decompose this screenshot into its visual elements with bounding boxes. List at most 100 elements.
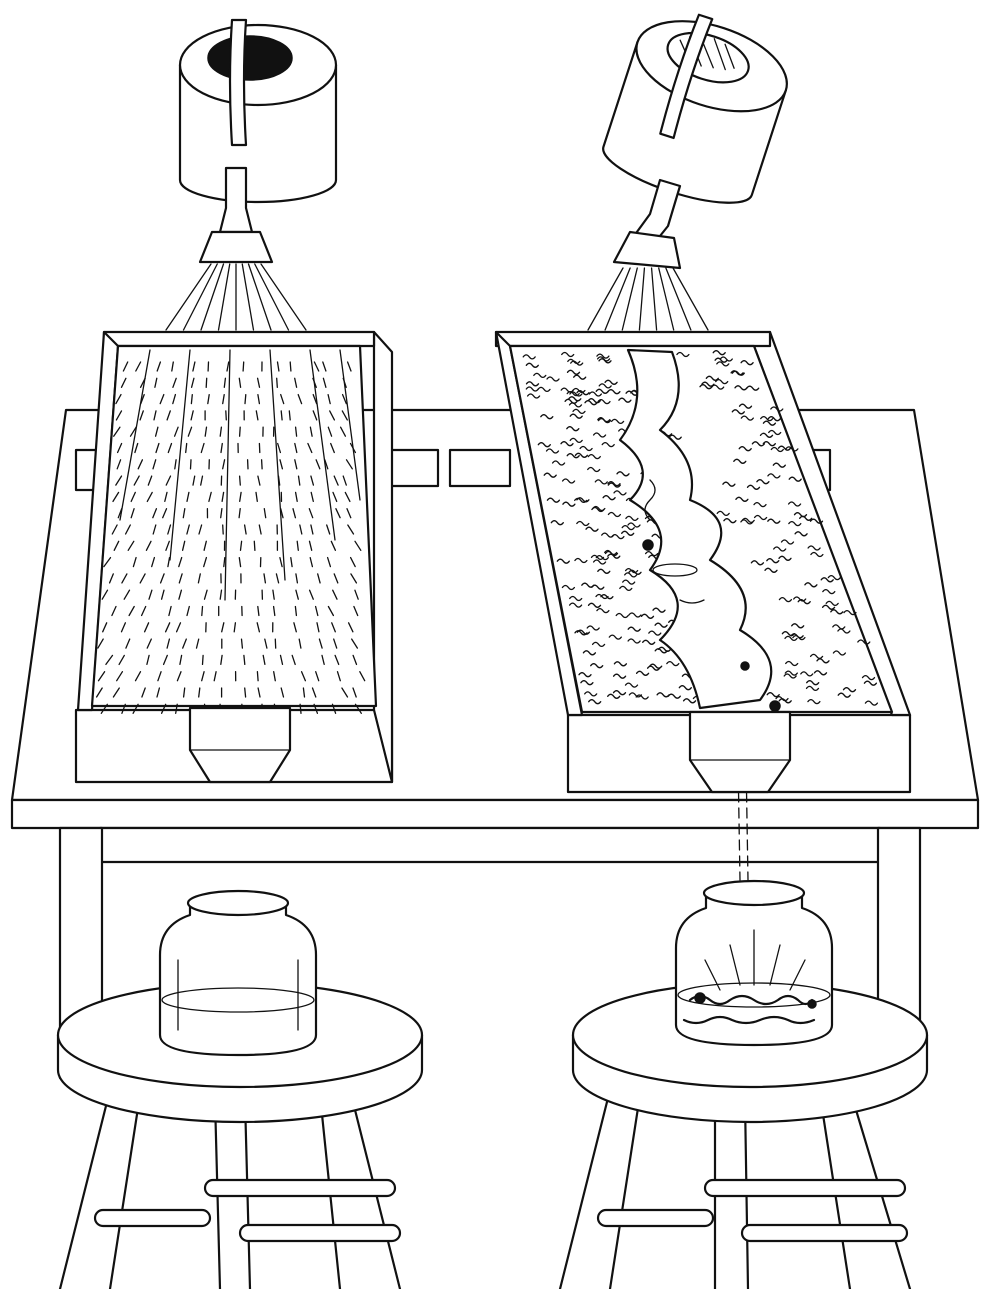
spray-line bbox=[200, 263, 225, 331]
grass-blade bbox=[351, 638, 359, 649]
grass-blade bbox=[223, 377, 227, 388]
grass-blades bbox=[95, 349, 366, 714]
grass-blade bbox=[315, 459, 321, 470]
grass-blade bbox=[263, 573, 267, 584]
grass-blade bbox=[130, 508, 135, 519]
grass-blade bbox=[162, 654, 168, 666]
soil-clod bbox=[654, 648, 668, 654]
soil-clod bbox=[576, 520, 590, 527]
grass-blade bbox=[354, 589, 359, 600]
grass-blade bbox=[294, 426, 298, 437]
grass-blade bbox=[124, 524, 131, 535]
soil-clod bbox=[621, 524, 635, 531]
grass-blade bbox=[359, 671, 366, 682]
soil-clod bbox=[788, 520, 802, 527]
grass-blade bbox=[105, 654, 114, 666]
soil-clod bbox=[753, 501, 767, 508]
grass-blade bbox=[135, 361, 142, 372]
grass-blade bbox=[160, 589, 165, 600]
soil-clod bbox=[699, 384, 713, 390]
grass-blade bbox=[146, 638, 152, 649]
grass-blade bbox=[257, 687, 261, 698]
soil-clod bbox=[545, 448, 560, 454]
grass-blade bbox=[308, 589, 314, 600]
can-handle bbox=[228, 18, 248, 147]
soil-clod bbox=[843, 609, 857, 616]
stool-right bbox=[558, 981, 929, 1289]
grass-blade bbox=[238, 377, 242, 388]
grass-blade bbox=[190, 393, 193, 405]
spray-line bbox=[217, 263, 231, 331]
grass-blade bbox=[172, 377, 177, 388]
grass-blade bbox=[132, 703, 139, 714]
spray-line bbox=[182, 263, 218, 331]
soil-clod bbox=[624, 682, 639, 688]
grass-blade bbox=[347, 622, 354, 633]
grass-blade bbox=[299, 703, 302, 714]
soil-clod bbox=[597, 398, 611, 405]
grass-blade bbox=[298, 638, 302, 649]
grass-blade bbox=[309, 556, 314, 568]
grass-blade bbox=[115, 475, 123, 486]
grass-blade bbox=[244, 393, 247, 405]
soil-clod bbox=[590, 554, 605, 561]
grass-blade bbox=[331, 622, 336, 633]
grass-blade bbox=[292, 508, 297, 519]
grass-blade bbox=[341, 687, 349, 698]
grass-blade bbox=[219, 426, 223, 437]
soil-clod bbox=[649, 663, 663, 669]
grass-blade bbox=[332, 491, 338, 503]
splash-line bbox=[704, 959, 721, 991]
grass-blade bbox=[262, 654, 266, 666]
support-block bbox=[448, 448, 512, 488]
grass-blade bbox=[255, 410, 259, 421]
grass-blade bbox=[112, 687, 120, 698]
soil-clod bbox=[780, 539, 795, 545]
tray-spout bbox=[188, 706, 292, 784]
soil-clod bbox=[657, 646, 672, 652]
soil-clod bbox=[652, 607, 666, 613]
soil-clod bbox=[756, 479, 770, 485]
soil-clod bbox=[740, 360, 754, 366]
grass-blade bbox=[327, 393, 331, 405]
spray-line bbox=[638, 267, 646, 331]
soil-clod bbox=[561, 584, 576, 591]
soil-clod bbox=[582, 650, 597, 656]
jar-right bbox=[674, 879, 834, 1047]
grass-blade bbox=[186, 491, 190, 503]
soil-clod bbox=[595, 388, 609, 394]
grass-blade bbox=[312, 410, 318, 421]
grass-blade bbox=[329, 410, 336, 421]
soil-clod bbox=[562, 501, 576, 507]
grass-blade bbox=[275, 573, 280, 584]
sediment-layer bbox=[682, 1015, 816, 1025]
grass-blade bbox=[308, 540, 313, 551]
grass-blade bbox=[277, 442, 282, 454]
soil-clod bbox=[712, 350, 726, 356]
eroded-channel bbox=[618, 348, 773, 710]
grass-blade bbox=[219, 589, 223, 600]
sediment-clump bbox=[694, 992, 706, 1004]
soil-clod bbox=[738, 403, 753, 409]
soil-clod bbox=[716, 361, 730, 367]
jar-rim bbox=[186, 889, 290, 917]
grass-blade bbox=[189, 459, 192, 470]
grass-blade bbox=[264, 638, 268, 649]
grass-blade bbox=[242, 361, 245, 372]
grass-blade bbox=[127, 540, 135, 551]
soil-clod bbox=[806, 680, 820, 686]
soil-clod bbox=[556, 558, 570, 564]
soil-clod bbox=[714, 357, 728, 363]
soil-clod bbox=[738, 446, 752, 452]
soil-clod bbox=[832, 624, 846, 630]
soil-clod bbox=[753, 514, 768, 521]
tray-right bbox=[494, 330, 912, 794]
spray-line bbox=[241, 263, 255, 331]
soil-clod bbox=[612, 690, 627, 696]
soil-clod bbox=[540, 414, 554, 420]
grass-blade bbox=[327, 426, 333, 437]
soil-clod bbox=[830, 609, 844, 615]
soil-clod bbox=[863, 680, 878, 686]
soil-clod bbox=[604, 550, 619, 557]
spray-line bbox=[658, 267, 675, 331]
